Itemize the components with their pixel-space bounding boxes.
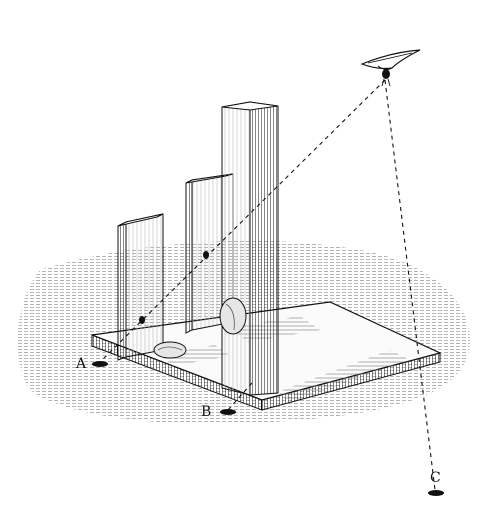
upright-right-side bbox=[249, 101, 279, 396]
clay-lump-right bbox=[219, 297, 247, 335]
pinhole-middle bbox=[203, 251, 209, 259]
lamp-icon bbox=[360, 49, 421, 87]
clay-lump-left bbox=[153, 341, 187, 359]
upright-left-side bbox=[117, 221, 127, 361]
clay-lump-left-shading bbox=[157, 346, 183, 351]
ray-to-a bbox=[99, 79, 386, 363]
sight-line bbox=[384, 79, 436, 491]
spot-c bbox=[428, 490, 444, 496]
upright-shadow-left bbox=[160, 345, 230, 366]
upright-left-top bbox=[117, 213, 164, 227]
upright-left-front bbox=[125, 213, 164, 358]
spot-b bbox=[220, 409, 236, 415]
clay-lump-right-shading bbox=[225, 303, 235, 331]
ray-to-b bbox=[227, 382, 253, 411]
upright-shadow-right bbox=[278, 350, 410, 402]
label-c: C bbox=[430, 470, 441, 486]
upright-right-front bbox=[221, 101, 251, 396]
upright-right-top bbox=[221, 101, 279, 111]
label-b: B bbox=[201, 404, 211, 420]
upright-middle-side bbox=[185, 179, 193, 334]
spot-a bbox=[92, 361, 108, 367]
label-a: A bbox=[75, 356, 87, 372]
